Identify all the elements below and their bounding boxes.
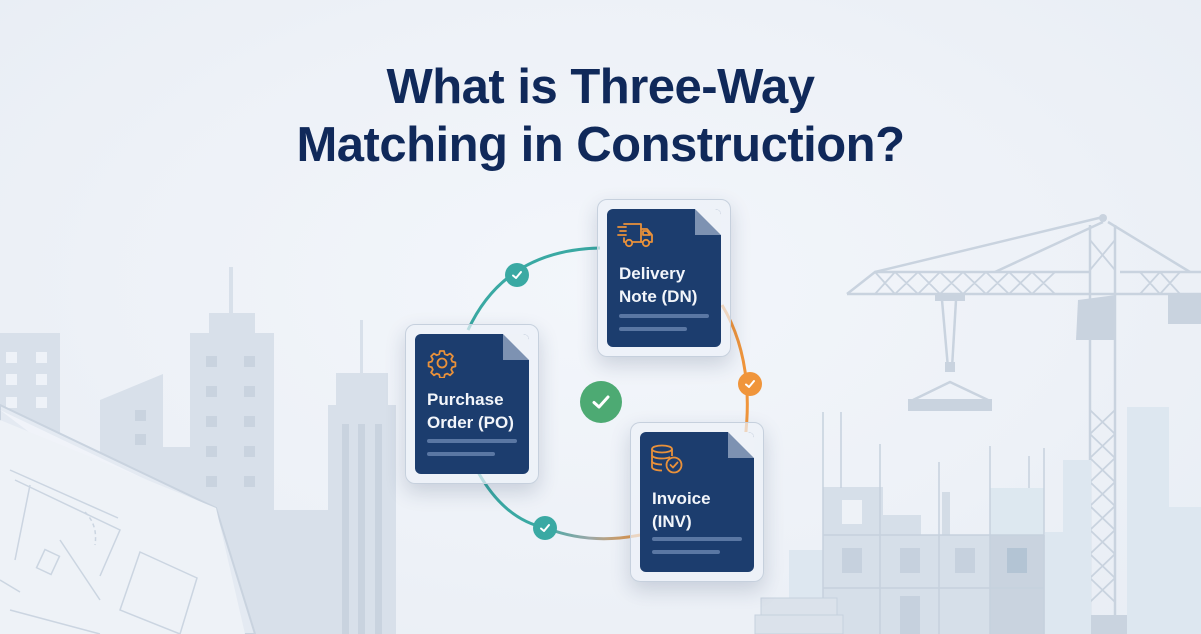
document-card-invoice: Invoice (INV)	[630, 422, 764, 582]
document-sheet: Delivery Note (DN)	[607, 209, 721, 347]
connection-po-dn	[466, 246, 601, 331]
document-sheet: Purchase Order (PO)	[415, 334, 529, 474]
checkmark-icon	[540, 524, 550, 532]
delivery-truck-icon	[617, 223, 653, 248]
document-title: Purchase Order (PO)	[427, 390, 514, 432]
document-sheet: Invoice (INV)	[640, 432, 754, 572]
blueprint	[0, 403, 257, 634]
text-placeholder-line	[427, 439, 517, 443]
checkmark-icon	[745, 380, 755, 388]
document-card-purchase-order: Purchase Order (PO)	[405, 324, 539, 484]
center-match-badge	[580, 381, 622, 423]
text-placeholder-line	[619, 327, 687, 331]
gear-icon	[427, 350, 457, 378]
document-card-delivery-note: Delivery Note (DN)	[597, 199, 731, 357]
page-title: What is Three-Way Matching in Constructi…	[0, 58, 1201, 174]
connection-inv-po-tail	[545, 526, 641, 541]
text-placeholder-line	[652, 550, 720, 554]
title-line-1: What is Three-Way	[386, 60, 815, 114]
text-placeholder-line	[427, 452, 495, 456]
text-placeholder-line	[652, 537, 742, 541]
page-fold	[695, 209, 721, 235]
check-badge-dn-inv	[738, 372, 762, 396]
page-fold	[503, 334, 529, 360]
title-line-2: Matching in Construction?	[296, 118, 905, 172]
text-placeholder-line	[619, 314, 709, 318]
document-title: Invoice (INV)	[652, 489, 711, 531]
checkmark-icon	[512, 271, 522, 279]
page-fold	[728, 432, 754, 458]
building-under-construction	[754, 407, 1201, 634]
check-badge-inv-po	[533, 516, 557, 540]
tower-crane	[846, 215, 1201, 634]
document-title: Delivery Note (DN)	[619, 264, 698, 306]
coins-check-icon	[651, 444, 683, 474]
check-badge-po-dn	[505, 263, 529, 287]
checkmark-icon	[592, 395, 610, 409]
